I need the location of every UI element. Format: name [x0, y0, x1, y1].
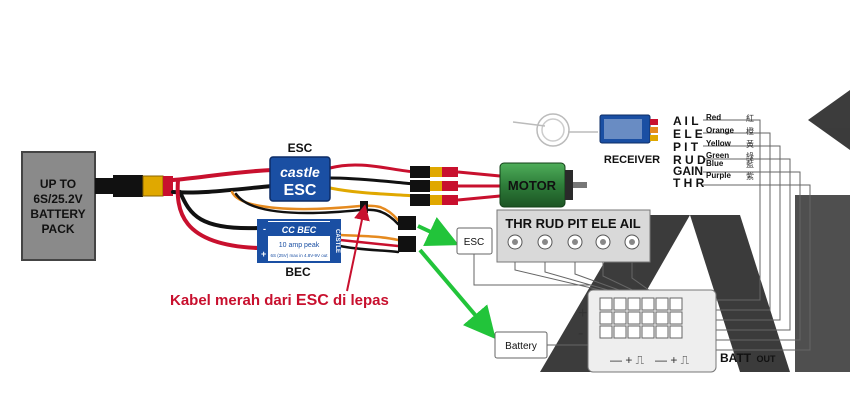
channel-color-4: Blue	[706, 159, 724, 168]
bec-brand: CC BEC	[282, 225, 317, 235]
servo-panel-labels: THR RUD PIT ELE AIL	[505, 216, 640, 231]
channel-color-2: Yellow	[706, 139, 732, 148]
bec-unit: CC BEC 10 amp peak 6S (25V) max in 4.8V-…	[257, 219, 341, 279]
svg-text:-: -	[578, 325, 583, 342]
main-wires	[171, 163, 417, 254]
motor-label: MOTOR	[508, 178, 557, 193]
battery-pack: UP TO 6S/25.2V BATTERY PACK	[21, 151, 96, 261]
receiver: RECEIVER	[512, 113, 660, 166]
bec-spec: 6S (25V) max in 4.8V-9V out	[270, 253, 328, 258]
battery-box-label: Battery	[505, 341, 537, 352]
channel-color-1: Orange	[706, 126, 735, 135]
annotation-highlight: ESC	[296, 292, 329, 309]
battery-box: Battery	[494, 331, 548, 359]
channel-code-3: R U D	[673, 153, 706, 167]
esc-title: ESC	[288, 141, 313, 155]
batt-out-label: BATT OUT	[720, 351, 776, 365]
gyro-unit: + - — + ⎍ — + ⎍	[578, 289, 717, 373]
bec-rating: 10 amp peak	[279, 242, 320, 249]
battery-line-1: UP TO	[40, 177, 76, 191]
annotation-prefix: Kabel merah dari	[170, 292, 296, 309]
channel-code-4: GAIN	[673, 164, 703, 178]
annotation-arrow	[346, 204, 370, 292]
esc-brand: castle	[280, 164, 320, 180]
receiver-label: RECEIVER	[604, 154, 660, 166]
channel-legend: A I L E L E P I T R U D GAIN T H R Red O…	[673, 113, 754, 190]
bec-side-brand: CASTLE	[334, 229, 340, 253]
battery-line-2: 6S/25.2V	[33, 192, 82, 206]
esc-box: ESC	[456, 227, 493, 255]
batt-out-sub: OUT	[756, 354, 776, 364]
battery-line-4: PACK	[41, 222, 74, 236]
channel-cjk-4: 藍	[746, 159, 754, 169]
channel-cjk-5: 紫	[746, 172, 754, 181]
esc-unit: ESC castle ESC	[269, 141, 331, 202]
svg-text:+: +	[261, 249, 266, 259]
esc-box-label: ESC	[464, 237, 485, 248]
channel-cjk-0: 紅	[746, 113, 754, 123]
channel-cjk-3: 綠	[746, 151, 754, 161]
channel-cjk-2: 黃	[746, 139, 754, 149]
svg-text:+: +	[578, 305, 587, 322]
motor-connectors	[410, 166, 501, 206]
svg-text:— + ⎍: — + ⎍	[655, 353, 690, 367]
green-arrow-battery	[418, 248, 496, 340]
esc-name: ESC	[284, 182, 317, 199]
motor: MOTOR	[499, 162, 587, 208]
channel-color-3: Green	[706, 151, 729, 160]
annotation-suffix: di lepas	[329, 292, 389, 309]
green-arrow-esc	[417, 217, 459, 247]
channel-code-0: A I L	[673, 114, 699, 128]
batt-out-main: BATT	[720, 351, 752, 365]
channel-color-0: Red	[706, 113, 721, 122]
channel-code-1: E L E	[673, 127, 703, 141]
servo-panel: THR RUD PIT ELE AIL	[496, 209, 651, 263]
battery-connector	[95, 175, 173, 197]
channel-cjk-1: 橙	[746, 126, 754, 136]
channel-code-2: P I T	[673, 140, 699, 154]
channel-code-5: T H R	[673, 176, 705, 190]
svg-text:— + ⎍: — + ⎍	[610, 353, 645, 367]
channel-color-5: Purple	[706, 171, 731, 180]
annotation-text: Kabel merah dari ESC di lepas	[170, 292, 389, 309]
bec-title: BEC	[285, 265, 311, 279]
battery-line-3: BATTERY	[30, 207, 85, 221]
svg-text:-: -	[263, 224, 266, 234]
